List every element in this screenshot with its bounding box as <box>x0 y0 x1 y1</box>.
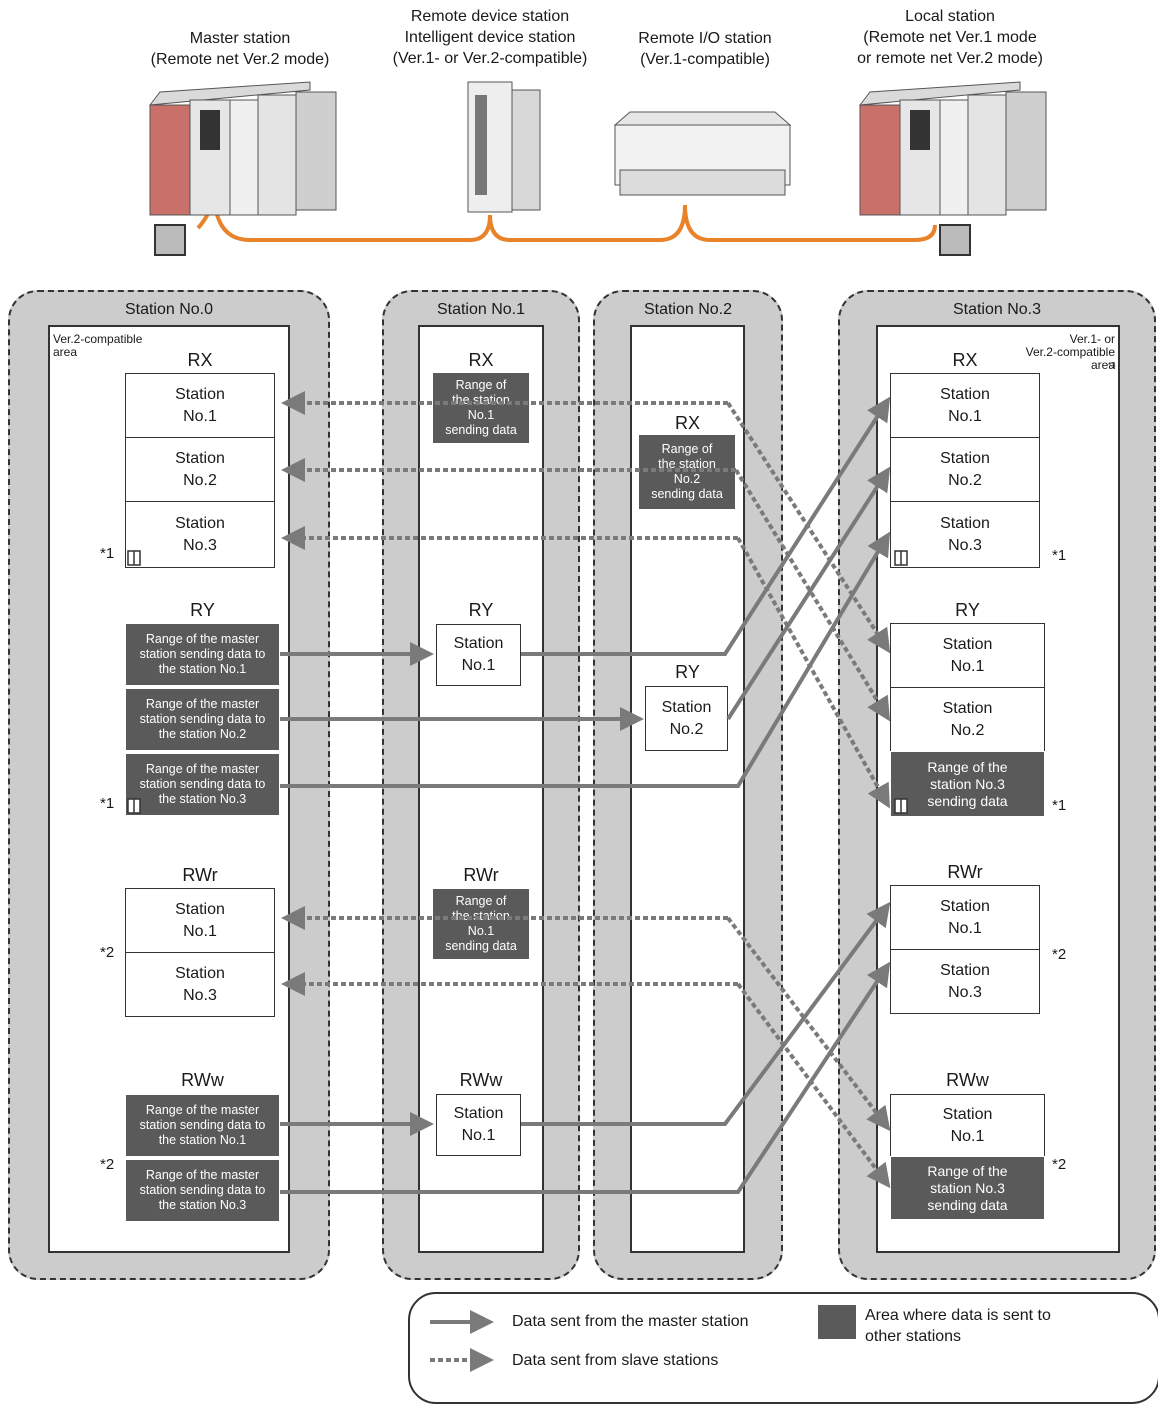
arrow-st1-rww-to-st3-rwr1 <box>521 901 891 1126</box>
station-0-ry-range-1: Range of the master station sending data… <box>125 623 280 686</box>
station-1-rww-label: RWw <box>459 1070 503 1090</box>
station-0-title: Station No.0 <box>124 301 214 318</box>
station-2-title: Station No.2 <box>643 301 733 318</box>
station-1-rww-box: Station No.1 <box>436 1094 521 1156</box>
local-plc-icon <box>858 81 1047 216</box>
arrow-st1-ry-to-st3-rx1 <box>521 396 891 656</box>
station-3-title: Station No.3 <box>952 301 1042 318</box>
station-2-rx-label: RX <box>674 413 700 433</box>
station-1-ry-label: RY <box>468 600 494 620</box>
station-2-ry-box: Station No.2 <box>645 686 728 751</box>
arrow-st0-ry3-to-st3-rx3 <box>280 531 891 788</box>
remote-device-station-label: Remote device station Intelligent device… <box>392 8 588 67</box>
legend-area-swatch <box>818 1305 856 1339</box>
station-0-ry-range-2: Range of the master station sending data… <box>125 688 280 751</box>
station-0-rx-station-1: Station No.1 <box>125 373 275 438</box>
station-3-ry-station-2: Station No.2 <box>890 687 1045 752</box>
station-0-rww-label: RWw <box>181 1070 224 1090</box>
legend-area-label: Area where data is sent to other station… <box>865 1307 1051 1345</box>
remote-device-icon <box>467 81 541 213</box>
station-0-rwr-label: RWr <box>182 865 218 885</box>
arrow-st0-rww3-to-st3-rwr3 <box>280 961 891 1194</box>
station-0-rx-label: RX <box>187 350 213 370</box>
station-0-rx-station-2: Station No.2 <box>125 437 275 502</box>
station-3-rww-range: Range of the station No.3 sending data <box>890 1156 1045 1220</box>
station-3-rww-note: *2 <box>1052 1156 1067 1173</box>
station-3-ry-range: Range of the station No.3 sending data <box>890 751 1045 817</box>
master-terminal-icon <box>154 224 186 256</box>
station-0-area-label: Ver.2-compatible area <box>53 332 143 359</box>
station-3-rx-station-3: Station No.3 <box>890 501 1040 568</box>
legend-arrows <box>430 1310 494 1372</box>
station-0-rww-range-1: Range of the master station sending data… <box>125 1094 280 1157</box>
arrow-st2-ry-to-st3-rx2 <box>726 466 891 721</box>
station-3-rww-label: RWw <box>946 1070 989 1090</box>
master-plc-icon <box>148 81 337 216</box>
station-2-ry-label: RY <box>675 662 700 682</box>
station-3-rwr-label: RWr <box>947 862 983 882</box>
station-0-rx-station-3: Station No.3 <box>125 501 275 568</box>
station-3-rx-station-1: Station No.1 <box>890 373 1040 438</box>
station-0-rx-note: *1 <box>100 545 115 562</box>
station-3-rx-label: RX <box>952 350 978 370</box>
legend-box <box>408 1292 1158 1404</box>
station-1-title: Station No.1 <box>436 301 526 318</box>
station-1-ry-box: Station No.1 <box>436 624 521 686</box>
station-1-rwr-label: RWr <box>463 865 499 885</box>
station-1-rx-label: RX <box>468 350 494 370</box>
station-1-rx-range: Range of the station No.1 sending data <box>432 372 530 444</box>
station-3-area-superscript: *3 <box>1108 361 1116 370</box>
station-0-ry-note: *1 <box>100 795 115 812</box>
local-terminal-icon <box>939 224 971 256</box>
station-3-area-label: Ver.1- or Ver.2-compatible area <box>1025 332 1115 372</box>
station-0-rwr-note: *2 <box>100 944 115 961</box>
remote-io-station-label: Remote I/O station (Ver.1-compatible) <box>638 30 772 68</box>
station-3-rww-station-1: Station No.1 <box>890 1094 1045 1157</box>
station-0-rww-range-3: Range of the master station sending data… <box>125 1159 280 1222</box>
station-0-ry-label: RY <box>190 600 215 620</box>
station-3-rx-station-2: Station No.2 <box>890 437 1040 502</box>
local-station-label: Local station (Remote net Ver.1 mode or … <box>857 8 1043 67</box>
station-0-rww-note: *2 <box>100 1156 115 1173</box>
dotted-st1-rwr-to-st3-rww1 <box>726 916 891 1132</box>
legend-slave-sent: Data sent from slave stations <box>512 1352 719 1369</box>
station-3-rwr-note: *2 <box>1052 946 1067 963</box>
station-3-rwr-station-1: Station No.1 <box>890 885 1040 950</box>
split-markers <box>127 550 908 814</box>
station-3-rx-note: *1 <box>1052 547 1067 564</box>
dotted-st3-rwr-to-st3-rww-range <box>736 982 891 1189</box>
station-3-ry-note: *1 <box>1052 797 1067 814</box>
station-0-ry-range-3: Range of the master station sending data… <box>125 753 280 816</box>
remote-io-icon <box>613 111 792 196</box>
master-station-label: Master station (Remote net Ver.2 mode) <box>150 30 330 68</box>
legend-master-sent: Data sent from the master station <box>512 1313 749 1330</box>
station-0-rwr-station-3: Station No.3 <box>125 952 275 1017</box>
network-illustration <box>148 81 1047 256</box>
dotted-st2-rx-to-st3-ry2 <box>734 468 891 722</box>
dotted-st3-to-st3-ry-range <box>736 537 890 809</box>
dotted-st1-rx-to-st3-ry1 <box>726 401 891 654</box>
station-3-rwr-station-3: Station No.3 <box>890 949 1040 1014</box>
station-3-ry-label: RY <box>955 600 980 620</box>
